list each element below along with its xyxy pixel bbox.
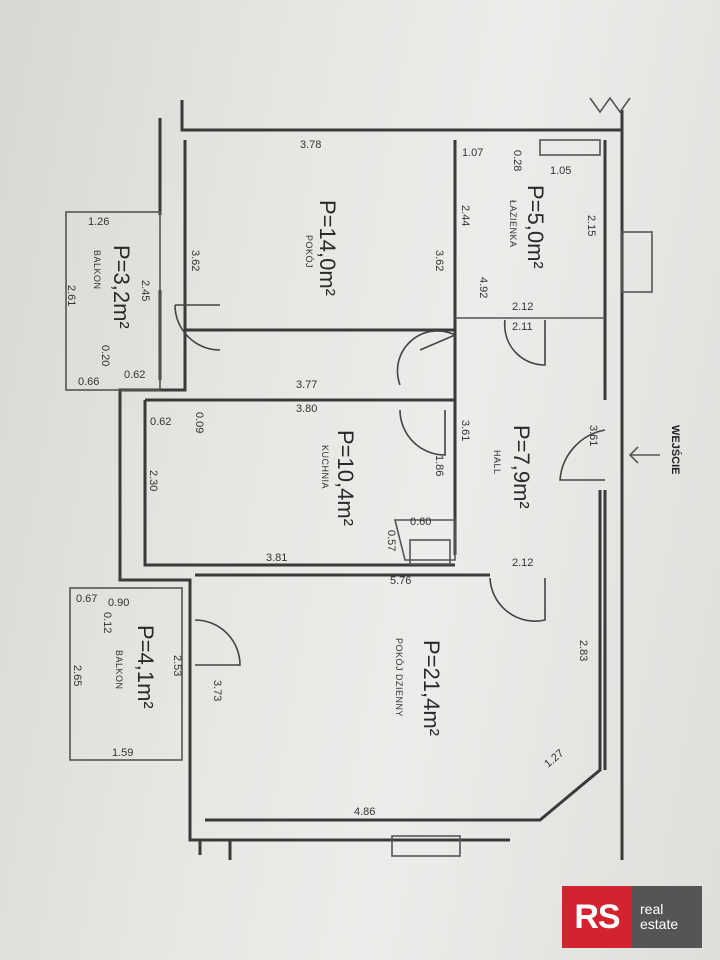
dim-balkon2-7: 3.73 xyxy=(211,680,223,701)
dim-balkon2-5: 1.59 xyxy=(112,747,133,759)
dim-pokoj-top: 3.78 xyxy=(300,139,321,151)
entrance-label: WEJŚCIE xyxy=(669,425,682,475)
outer-walls xyxy=(118,100,624,860)
dim-lazienka-6: 2.12 xyxy=(512,301,533,313)
room-area-pokoj: P=14,0m² xyxy=(315,200,340,296)
dim-balkon1-3: 2.61 xyxy=(65,285,77,306)
brand-logo: RS real estate xyxy=(562,886,702,948)
logo-mark: RS xyxy=(562,886,632,948)
dim-kuchnia-5: 3.61 xyxy=(459,420,471,441)
room-name-lazienka: ŁAZIENKA xyxy=(508,200,518,248)
dim-hall-2: 3.61 xyxy=(587,425,599,446)
dim-lazienka-4: 2.44 xyxy=(459,205,471,226)
room-name-balkon2: BALKON xyxy=(114,650,124,690)
doors xyxy=(174,304,606,666)
logo-text: real estate xyxy=(632,886,702,948)
dim-hall-3: 2.12 xyxy=(512,557,533,569)
dim-kuchnia-4: 2.30 xyxy=(147,470,159,491)
dim-pokoj-right: 3.62 xyxy=(433,250,445,271)
dim-kuchnia-top: 3.80 xyxy=(296,403,317,415)
dim-balkon1-5: 0.66 xyxy=(78,376,99,388)
dim-kuchnia-6: 1.86 xyxy=(433,455,445,476)
dim-kuchnia-8: 0.57 xyxy=(385,530,397,551)
logo-line-1: real xyxy=(640,901,664,917)
room-area-balkon1: P=3,2m² xyxy=(109,245,134,329)
dim-kuchnia-3: 0.62 xyxy=(150,416,171,428)
dim-balkon1-4: 0.20 xyxy=(99,345,111,366)
dim-balkon2-1: 0.67 xyxy=(76,593,97,605)
stove-fixture xyxy=(409,539,451,565)
entrance-break xyxy=(589,96,631,114)
bathtub-fixture xyxy=(539,139,601,156)
dim-hall-4: 5.76 xyxy=(390,575,411,587)
room-name-pokoj: POKÓJ xyxy=(304,235,314,268)
dim-lazienka-7: 0.28 xyxy=(511,150,523,171)
room-area-lazienka: P=5,0m² xyxy=(523,185,548,269)
dim-balkon2-3: 0.12 xyxy=(101,612,113,633)
dim-lazienka-3: 2.15 xyxy=(585,215,597,236)
radiator-bottom xyxy=(391,835,461,857)
dim-balkon2-6: 2.53 xyxy=(171,655,183,676)
logo-line-2: estate xyxy=(640,916,679,932)
dim-kuchnia-7: 0.60 xyxy=(410,516,431,528)
dim-lazienka-1: 1.07 xyxy=(462,147,483,159)
room-area-dzienny: P=21,4m² xyxy=(419,640,444,736)
room-name-balkon1: BALKON xyxy=(92,250,102,290)
dim-hall-1: 2.11 xyxy=(512,321,533,333)
dim-balkon2-4: 2.65 xyxy=(71,665,83,686)
interior-walls xyxy=(143,140,605,577)
room-area-kuchnia: P=10,4m² xyxy=(333,430,358,526)
dim-lazienka-2: 1.05 xyxy=(550,165,571,177)
dim-pokoj-left: 3.62 xyxy=(189,250,201,271)
dim-dzienny-2: 1.27 xyxy=(542,747,566,770)
dim-balkon1-2: 2.45 xyxy=(139,280,151,301)
dim-dzienny-3: 4.86 xyxy=(354,806,375,818)
balcony-1-outline xyxy=(65,211,161,391)
dim-kuchnia-bottom: 3.81 xyxy=(266,552,287,564)
radiator-fixture xyxy=(621,231,653,293)
entrance-arrow-icon xyxy=(628,446,660,464)
room-name-dzienny: POKÓJ DZIENNY xyxy=(394,638,404,717)
room-area-hall: P=7,9m² xyxy=(509,425,534,509)
room-name-hall: HALL xyxy=(492,450,502,475)
dim-lazienka-5: 4.92 xyxy=(477,277,489,298)
dim-balkon1-1: 1.26 xyxy=(88,216,109,228)
dim-pokoj-bottom: 3.77 xyxy=(296,379,317,391)
room-area-balkon2: P=4,1m² xyxy=(133,625,158,709)
dim-kuchnia-2: 0.09 xyxy=(193,412,205,433)
room-name-kuchnia: KUCHNIA xyxy=(320,445,330,489)
dim-balkon2-2: 0.90 xyxy=(108,597,129,609)
dim-balkon1-6: 0.62 xyxy=(124,369,145,381)
balcony-2-outline xyxy=(69,587,183,761)
dim-dzienny-1: 2.83 xyxy=(577,640,589,661)
